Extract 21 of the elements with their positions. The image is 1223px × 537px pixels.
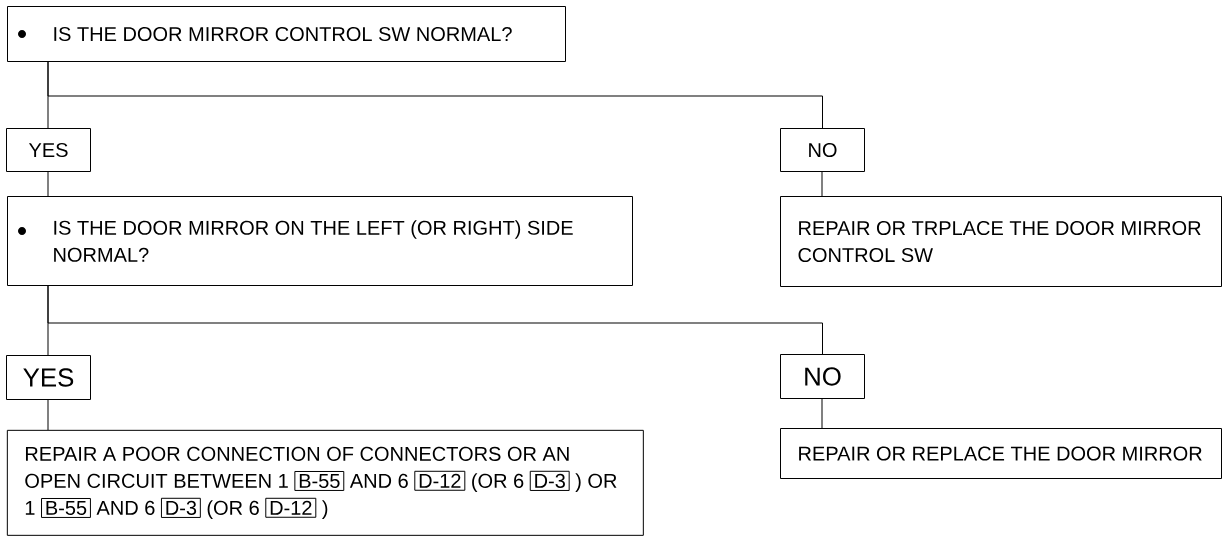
- answer-box: NO: [780, 128, 865, 172]
- answer-box: YES: [6, 355, 91, 400]
- question-box: IS THE DOOR MIRROR ON THE LEFT (OR RIGHT) SIDE NORMAL?: [7, 196, 633, 286]
- action-box: REPAIR A POOR CONNECTION OF CONNECTORS OR AN OPEN CIRCUIT BETWEEN 1 B-55 AND 6 D-12 (OR 6 D-3 ) OR 1 B-55 AND 6 D-3 (OR 6 D-12 ): [6, 429, 644, 536]
- answer-box: YES: [6, 128, 91, 172]
- connector-line: [47, 171, 49, 197]
- code-box: B-55: [294, 471, 345, 491]
- action-box: REPAIR OR REPLACE THE DOOR MIRROR: [780, 428, 1222, 479]
- code-box: D-12: [414, 470, 466, 491]
- connector-line: [47, 399, 49, 431]
- code-box: D-3: [160, 497, 201, 518]
- code-box: D-12: [265, 497, 317, 518]
- code-box: B-55: [41, 498, 91, 518]
- answer-box: NO: [780, 354, 865, 399]
- connector-line: [821, 398, 823, 429]
- action-box: REPAIR OR TRPLACE THE DOOR MIRROR CONTROL SW: [780, 196, 1222, 287]
- question-box: IS THE DOOR MIRROR CONTROL SW NORMAL?: [7, 6, 566, 62]
- code-box: D-3: [529, 470, 570, 491]
- connector-line: [821, 171, 823, 197]
- connector-line: [47, 285, 823, 355]
- connector-line: [47, 61, 823, 129]
